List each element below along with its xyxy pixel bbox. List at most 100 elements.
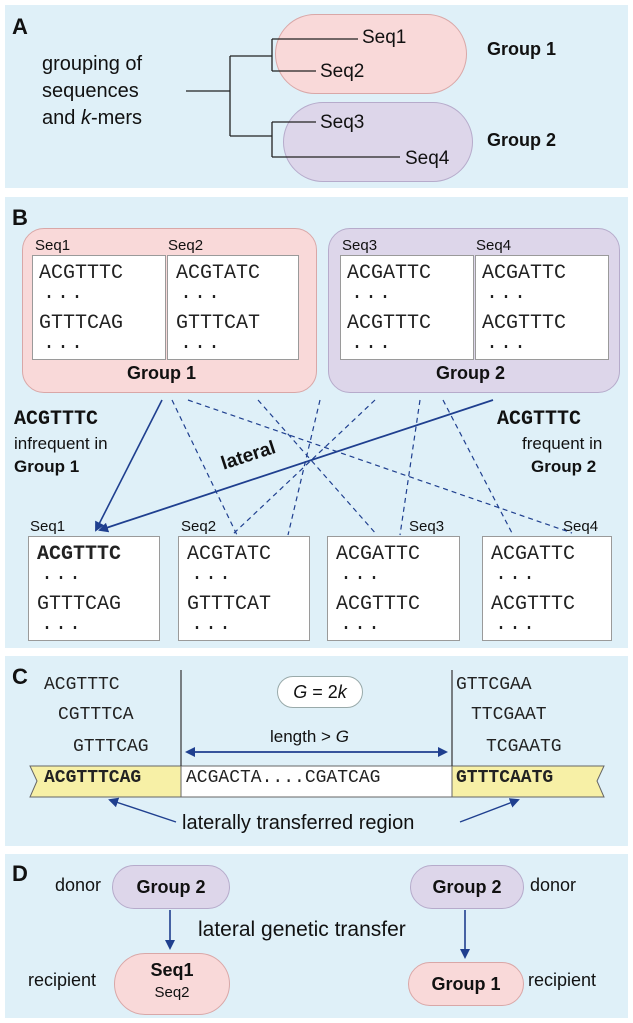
grouping-mers: -mers — [90, 107, 143, 129]
left-recipient-seq1: Seq1 — [150, 960, 194, 980]
transferred-region-label: laterally transferred region — [182, 812, 415, 834]
right-donor-label: donor — [530, 875, 577, 895]
top-seq3-kmer1: ACGATTC — [347, 262, 432, 285]
bottom-seq2-dots2: ... — [191, 613, 234, 636]
right-note-2: Group 2 — [531, 457, 597, 476]
left-kmer-2: CGTTTCA — [58, 705, 134, 725]
right-recipient-group1-label: Group 1 — [431, 974, 501, 994]
right-donor-group2-label: Group 2 — [432, 877, 502, 897]
top-seq2-dots1: ... — [180, 282, 223, 305]
top-seq1-dots1: ... — [43, 282, 86, 305]
group2-box-label: Group 2 — [436, 363, 506, 383]
bottom-seq2-dots1: ... — [191, 563, 234, 586]
top-seq1-dots2: ... — [43, 332, 86, 355]
bottom-seq2-kmer2: GTTTCAT — [187, 593, 272, 616]
top-seq2-kmer2: GTTTCAT — [176, 312, 261, 335]
tree-leaf-seq3: Seq3 — [320, 112, 365, 133]
right-kmer-2: TTCGAAT — [471, 705, 547, 725]
panel-d — [5, 854, 628, 1018]
left-donor-group2: Group 2 — [112, 865, 230, 909]
grouping-text-1: grouping of — [42, 53, 143, 75]
bottom-seq1-name: Seq1 — [30, 518, 66, 535]
top-seq3-name: Seq3 — [342, 237, 378, 254]
bottom-seq3-dots1: ... — [340, 563, 383, 586]
grouping-text-3: and k-mers — [42, 107, 142, 130]
top-seq2-name: Seq2 — [168, 237, 204, 254]
panel-c-letter: C — [12, 664, 28, 689]
bottom-seq2-box: ACGTATC ... GTTTCAT ... — [178, 536, 310, 641]
top-seq1-kmer2: GTTTCAG — [39, 312, 124, 335]
right-kmer-label: ACGTTTC — [497, 408, 582, 431]
g-k-symbol: k — [337, 682, 347, 702]
bottom-seq4-name: Seq4 — [563, 518, 599, 535]
left-donor-label: donor — [55, 875, 102, 895]
seq-middle-segment: ACGACTA....CGATCAG — [186, 768, 381, 788]
bottom-seq1-box: ACGTTTC ... GTTTCAG ... — [28, 536, 160, 641]
grouping-text-2: sequences — [42, 80, 139, 102]
top-seq4-kmer1: ACGATTC — [482, 262, 567, 285]
bottom-seq3-kmer1: ACGATTC — [336, 543, 421, 566]
bottom-seq4-kmer2: ACGTTTC — [491, 593, 576, 616]
panel-b-letter: B — [12, 205, 28, 230]
g-symbol: G — [293, 682, 308, 702]
group2-ellipse — [283, 102, 473, 182]
top-seq4-kmer2: ACGTTTC — [482, 312, 567, 335]
top-seq3-box: ACGATTC ... ACGTTTC ... — [340, 255, 474, 360]
length-text: length > — [270, 727, 336, 746]
left-kmer-label: ACGTTTC — [14, 408, 99, 431]
bottom-seq1-kmer1: ACGTTTC — [37, 543, 122, 566]
top-seq1-name: Seq1 — [35, 237, 71, 254]
left-note-2: Group 1 — [14, 457, 80, 476]
group2-label: Group 2 — [487, 130, 557, 150]
bottom-seq3-dots2: ... — [340, 613, 383, 636]
top-seq2-box: ACGTATC ... GTTTCAT ... — [167, 255, 299, 360]
group1-box-label: Group 1 — [127, 363, 197, 383]
tree-leaf-seq4: Seq4 — [405, 148, 450, 169]
bottom-seq2-kmer1: ACGTATC — [187, 543, 272, 566]
left-kmer-3: GTTTCAG — [73, 737, 149, 757]
right-kmer-3: TCGAATG — [486, 737, 562, 757]
top-seq3-kmer2: ACGTTTC — [347, 312, 432, 335]
top-seq1-box: ACGTTTC ... GTTTCAG ... — [32, 255, 166, 360]
tree-leaf-seq2: Seq2 — [320, 61, 365, 82]
length-label: length > G — [270, 727, 349, 747]
panel-a-letter: A — [12, 14, 28, 39]
top-seq4-name: Seq4 — [476, 237, 512, 254]
right-note-1: frequent in — [522, 434, 603, 453]
right-recipient-label: recipient — [528, 970, 597, 990]
left-kmer-1: ACGTTTC — [44, 675, 120, 695]
group1-ellipse — [275, 14, 467, 94]
top-seq2-kmer1: ACGTATC — [176, 262, 261, 285]
left-recipient-label: recipient — [28, 970, 97, 990]
bottom-seq1-dots2: ... — [41, 613, 84, 636]
grouping-k: k — [80, 107, 91, 129]
g-equals: = 2 — [307, 682, 338, 702]
top-seq4-dots1: ... — [486, 282, 529, 305]
seq-right-segment: GTTTCAATG — [456, 768, 554, 788]
bottom-seq3-name: Seq3 — [409, 518, 445, 535]
bottom-seq4-dots1: ... — [495, 563, 538, 586]
right-recipient-group1: Group 1 — [408, 962, 524, 1006]
bottom-seq4-box: ACGATTC ... ACGTTTC ... — [482, 536, 612, 641]
seq-left-segment: ACGTTTCAG — [44, 768, 142, 788]
left-donor-group2-label: Group 2 — [136, 877, 206, 897]
bottom-seq2-name: Seq2 — [181, 518, 217, 535]
middle-transfer-label: lateral genetic transfer — [198, 918, 406, 941]
top-seq1-kmer1: ACGTTTC — [39, 262, 124, 285]
left-recipient-box: Seq1 Seq2 — [114, 953, 230, 1015]
top-seq4-dots2: ... — [486, 332, 529, 355]
top-seq2-dots2: ... — [180, 332, 223, 355]
bottom-seq3-box: ACGATTC ... ACGTTTC ... — [327, 536, 460, 641]
bottom-seq3-kmer2: ACGTTTC — [336, 593, 421, 616]
bottom-seq4-kmer1: ACGATTC — [491, 543, 576, 566]
top-seq3-dots2: ... — [351, 332, 394, 355]
right-donor-group2: Group 2 — [410, 865, 524, 909]
bottom-seq1-kmer2: GTTTCAG — [37, 593, 122, 616]
g-equals-label: G = 2k — [277, 676, 363, 708]
length-g: G — [335, 727, 349, 746]
right-kmer-1: GTTCGAA — [456, 675, 532, 695]
bottom-seq1-dots1: ... — [41, 563, 84, 586]
